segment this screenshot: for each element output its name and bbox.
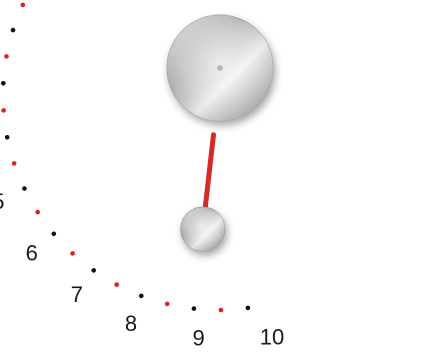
major-tick-10 xyxy=(246,306,251,311)
scale-label-8: 8 xyxy=(125,311,137,336)
major-tick-9 xyxy=(192,306,197,311)
major-tick-2 xyxy=(11,28,16,33)
major-tick-4 xyxy=(5,135,10,140)
scale-label-9: 9 xyxy=(192,326,204,351)
minor-tick xyxy=(35,210,40,215)
minor-tick xyxy=(12,161,17,166)
scale-label-6: 6 xyxy=(26,241,38,266)
minor-tick xyxy=(21,3,26,8)
minor-tick xyxy=(70,251,75,256)
scale-label-5: 5 xyxy=(0,189,4,214)
major-tick-3 xyxy=(1,81,6,86)
major-tick-7 xyxy=(91,268,96,273)
minor-tick xyxy=(165,302,170,307)
brushed-metal-handle-icon[interactable] xyxy=(181,207,225,251)
minor-tick xyxy=(4,54,9,59)
scale-label-10: 10 xyxy=(260,325,284,350)
scale-label-7: 7 xyxy=(71,282,83,307)
major-tick-6 xyxy=(52,232,57,237)
major-tick-8 xyxy=(139,294,144,299)
major-tick-5 xyxy=(22,186,27,191)
brushed-metal-knob-icon[interactable] xyxy=(167,15,273,121)
minor-tick xyxy=(219,308,224,313)
minor-tick xyxy=(114,282,119,287)
minor-tick xyxy=(1,108,6,113)
